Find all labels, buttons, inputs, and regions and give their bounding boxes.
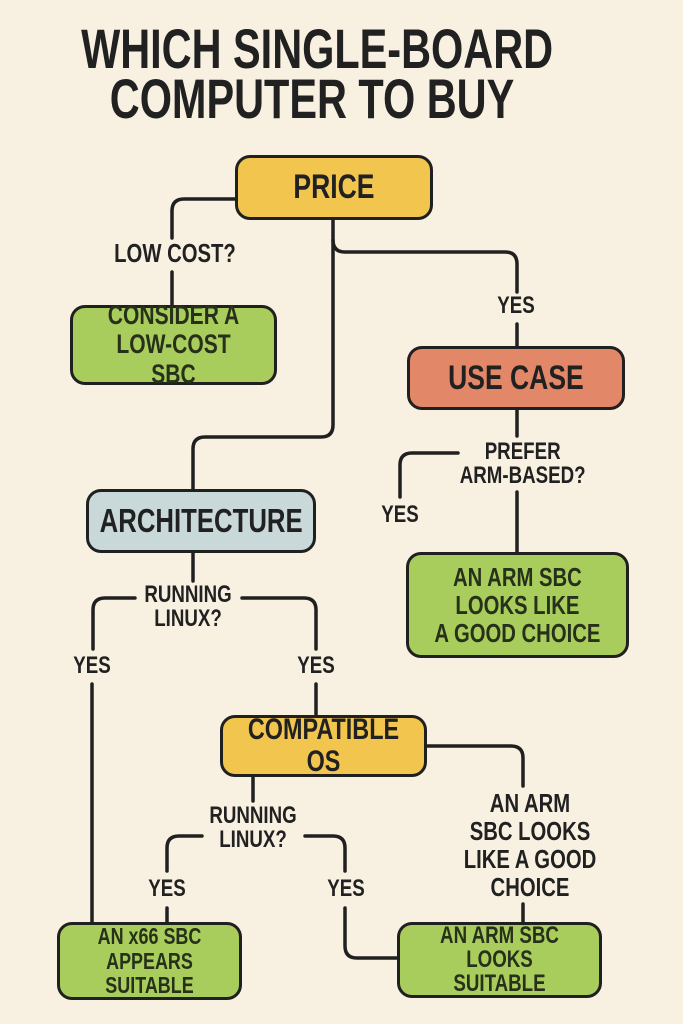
node-price: PRICE [235, 155, 433, 220]
label-yes-linux1-right: YES [281, 654, 351, 678]
label-yes-linux2-left: YES [132, 877, 202, 901]
label-yes-prefer: YES [365, 503, 435, 527]
node-arm-good-choice-label: AN ARM SBC LOOKS LIKE A GOOD CHOICE [434, 561, 601, 649]
label-running-linux-2: RUNNING LINUX? [173, 804, 333, 852]
node-consider-low-cost-sbc-label: CONSIDER A LOW-COST SBC [107, 300, 240, 389]
label-arm-good-choice-text-lines: AN ARM SBC LOOKS LIKE A GOOD CHOICE [463, 788, 597, 903]
node-x66-suitable-label: AN x66 SBC APPEARS SUITABLE [97, 922, 202, 999]
label-yes-linux1-left: YES [57, 654, 127, 678]
node-architecture-label: ARCHITECTURE [99, 502, 303, 540]
label-yes-use-case: YES [481, 294, 551, 318]
label-yes-prefer-text: YES [381, 501, 419, 528]
node-compatible-os-label: COMPATIBLE OS [247, 712, 400, 778]
label-running-linux-1-text: RUNNING LINUX? [144, 581, 232, 632]
label-prefer-arm-based-text: PREFER ARM-BASED? [460, 438, 586, 489]
label-yes-linux2-right-text: YES [327, 875, 365, 902]
node-arm-suitable: AN ARM SBC LOOKS SUITABLE [397, 922, 602, 998]
label-yes-linux1-left-text: YES [73, 652, 111, 679]
node-use-case-label: USE CASE [448, 358, 584, 397]
label-low-cost: LOW COST? [95, 239, 255, 267]
label-yes-linux2-left-text: YES [148, 875, 186, 902]
connector-compatibleos-to-armtext [425, 744, 525, 788]
page-title: WHICH SINGLE-BOARD COMPUTER TO BUY [0, 17, 624, 130]
label-prefer-arm-based: PREFER ARM-BASED? [433, 440, 613, 488]
label-low-cost-text: LOW COST? [114, 238, 236, 268]
label-running-linux-1: RUNNING LINUX? [108, 583, 268, 631]
label-yes-linux1-right-text: YES [297, 652, 335, 679]
node-arm-suitable-label: AN ARM SBC LOOKS SUITABLE [440, 922, 559, 997]
node-architecture: ARCHITECTURE [86, 489, 316, 553]
label-arm-good-choice-text: AN ARM SBC LOOKS LIKE A GOOD CHOICE [445, 789, 615, 901]
page-title-line-1: WHICH SINGLE-BOARD [81, 17, 554, 80]
page-title-line-2: COMPUTER TO BUY [109, 67, 515, 130]
node-x66-suitable: AN x66 SBC APPEARS SUITABLE [57, 922, 242, 1000]
connector-price-branch-to-usecase [331, 238, 519, 348]
connector-yes-to-armsuitable-box [343, 906, 399, 960]
node-price-label: PRICE [293, 168, 375, 207]
label-yes-linux2-right: YES [311, 877, 381, 901]
node-compatible-os: COMPATIBLE OS [220, 712, 427, 778]
label-running-linux-2-text: RUNNING LINUX? [209, 802, 297, 853]
node-use-case: USE CASE [407, 346, 625, 410]
label-yes-use-case-text: YES [497, 292, 535, 319]
node-consider-low-cost-sbc: CONSIDER A LOW-COST SBC [70, 301, 277, 388]
node-arm-good-choice: AN ARM SBC LOOKS LIKE A GOOD CHOICE [406, 552, 629, 658]
